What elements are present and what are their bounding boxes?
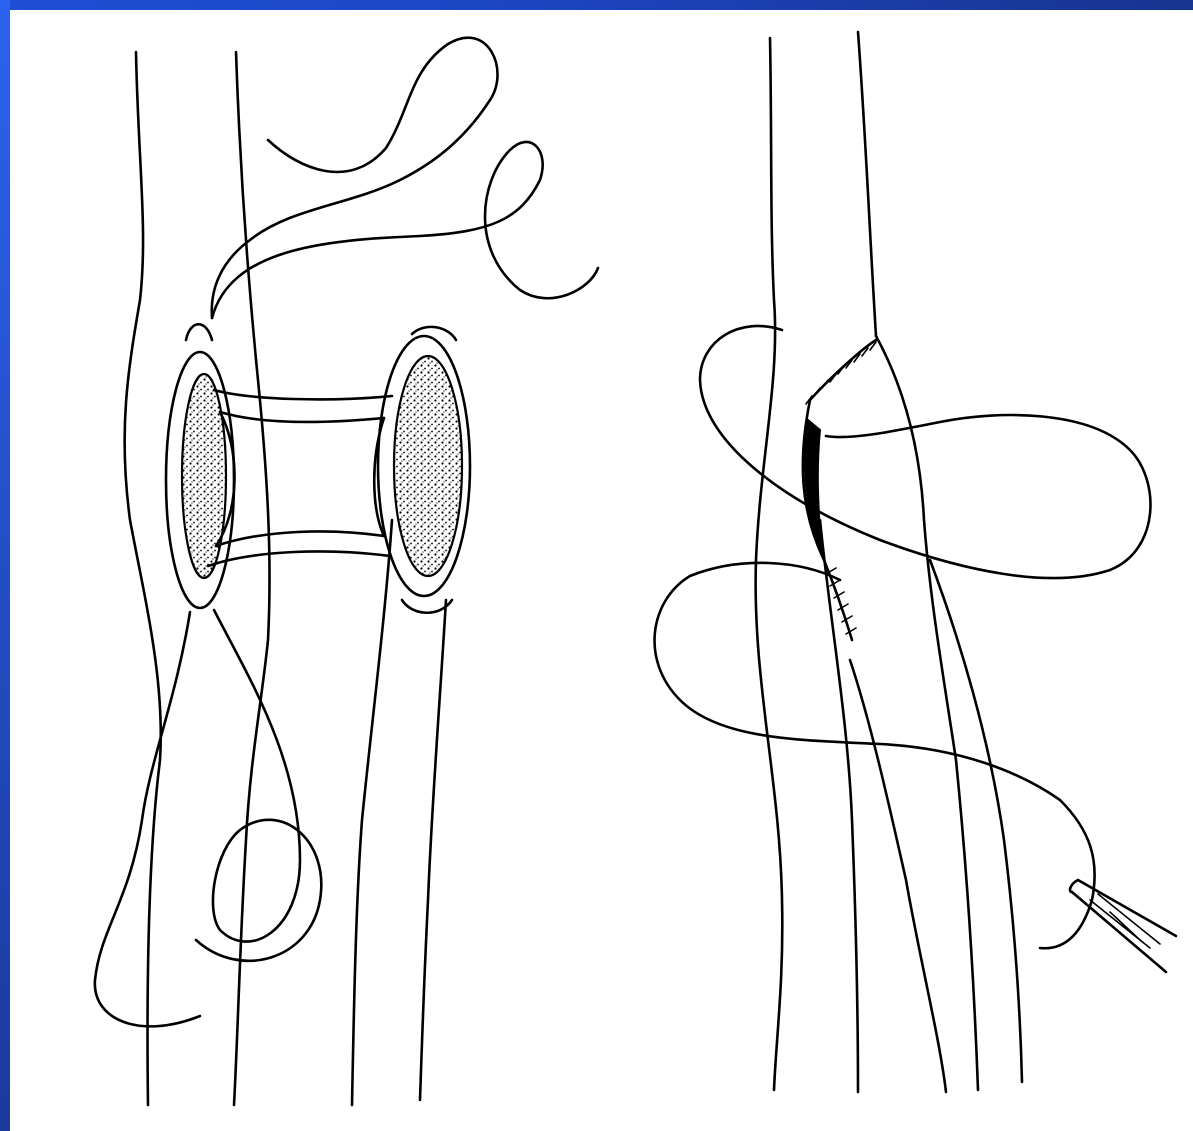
- left-end-arc-top: [186, 324, 212, 340]
- repair-seam-top: [810, 340, 876, 400]
- suture-top-tail: [212, 142, 598, 318]
- right-tendon-outline-c: [820, 520, 858, 1092]
- left-tendon-outline-c: [352, 520, 392, 1105]
- suture-lower-loop: [655, 563, 1095, 948]
- left-tendon-outline-d: [420, 600, 446, 1100]
- bridge-top-outer: [214, 390, 392, 399]
- right-cut-end-stipple: [394, 356, 462, 576]
- suture-top-loop: [212, 38, 498, 318]
- bridge-bottom-outer: [208, 551, 390, 566]
- suture-lower-strand-b: [196, 610, 321, 961]
- bridge-bottom-inner: [216, 531, 384, 546]
- right-panel: [655, 32, 1176, 1092]
- left-tendon-outline-a: [125, 52, 161, 1105]
- right-tendon-outline-e: [850, 660, 946, 1092]
- right-tendon-outline-b: [858, 32, 876, 336]
- left-tendon-outline-b: [234, 52, 270, 1105]
- right-tendon-outline-f: [930, 560, 1022, 1082]
- bridge-top-inner: [220, 412, 384, 422]
- left-cut-end-stipple: [182, 374, 226, 578]
- right-tendon-outline-d: [876, 336, 978, 1090]
- left-panel: [95, 38, 598, 1105]
